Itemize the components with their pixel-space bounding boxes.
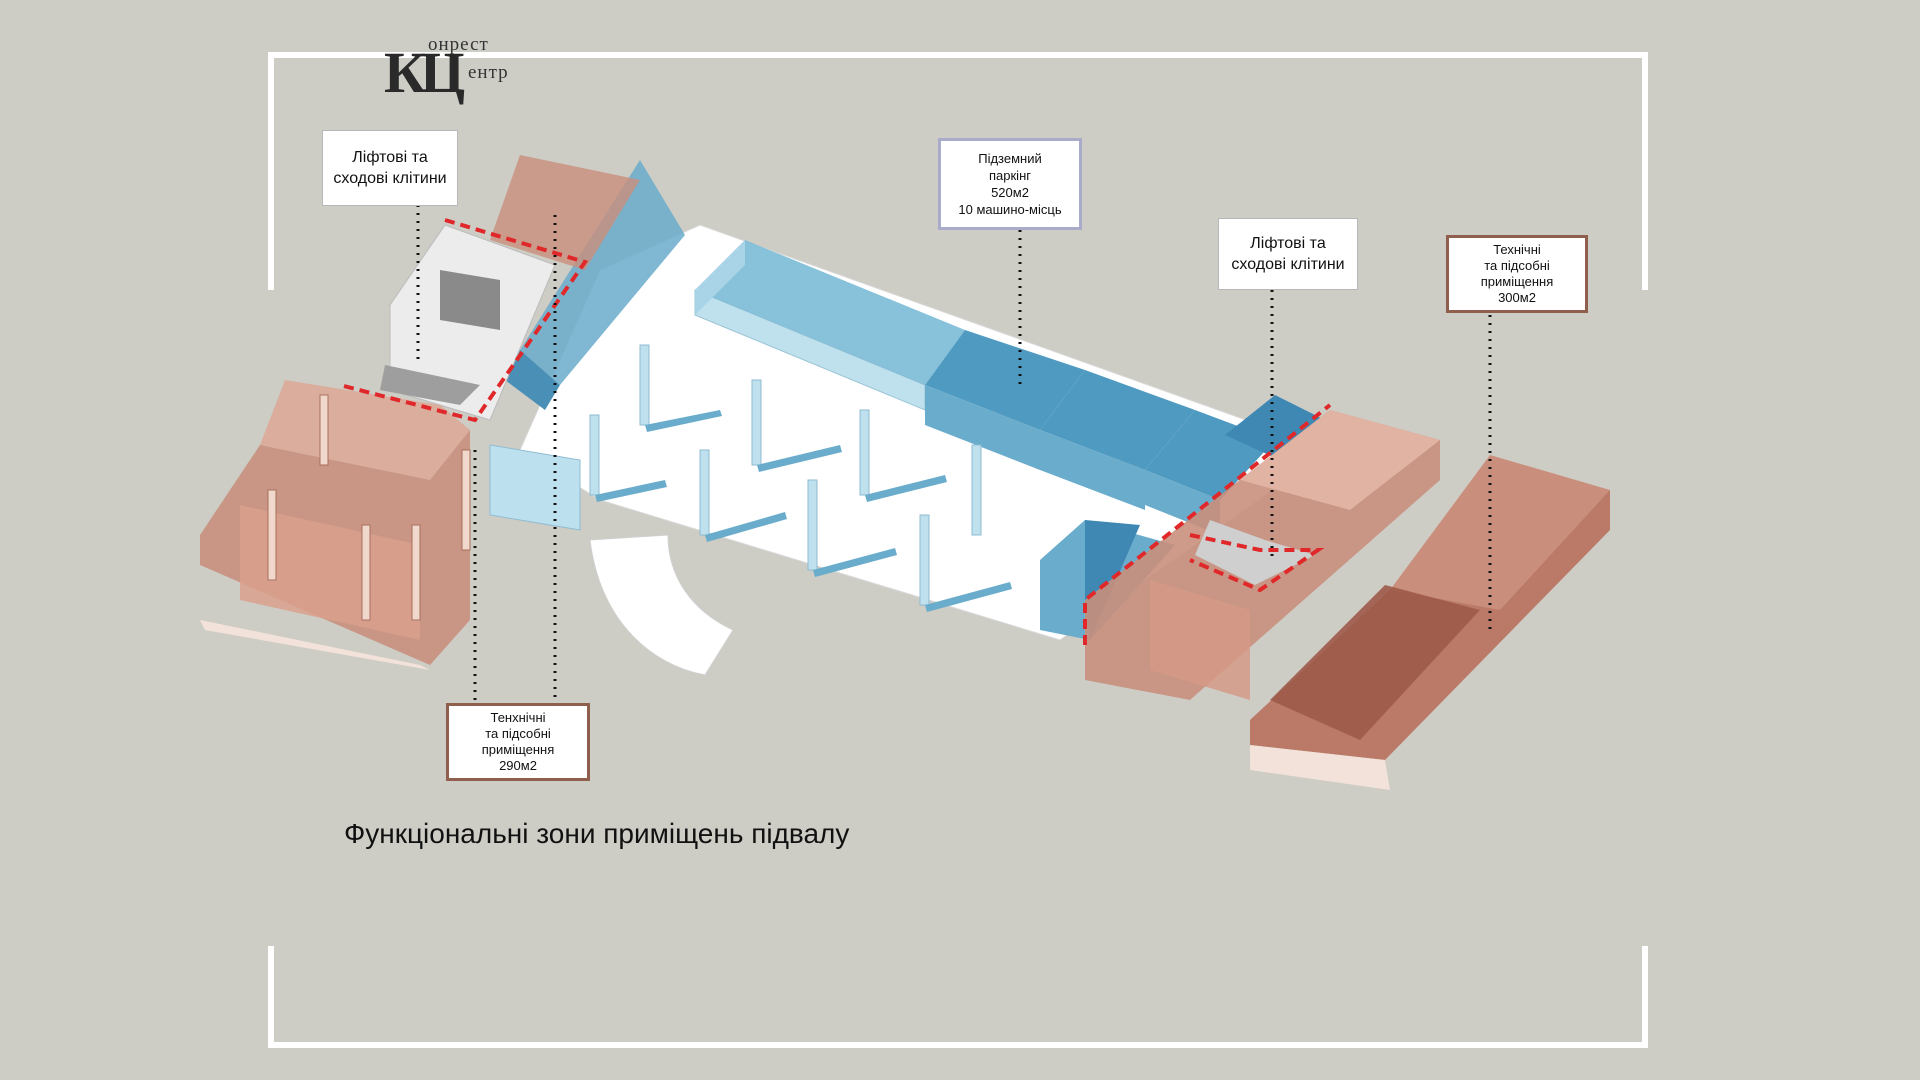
tech-right-top <box>1240 410 1440 510</box>
parking-box-b-front <box>925 385 1040 470</box>
parking-box-c <box>1040 370 1195 470</box>
parking-box-a-top <box>695 240 965 385</box>
parking-box-a-left <box>695 240 745 315</box>
tech-right-long-inner <box>1270 585 1480 740</box>
entry-ramp <box>589 534 734 676</box>
tech-left-floor <box>200 620 430 670</box>
frame-top-line <box>268 52 1648 58</box>
label-tech-right: Технічні та підсобні приміщення 300м2 <box>1446 235 1588 313</box>
frame-right-top-line <box>1642 52 1648 290</box>
label-stairs-left: Ліфтові та сходові клітини <box>322 130 458 206</box>
stairs-right-patch <box>1195 520 1315 585</box>
stairs-highlight <box>339 218 1332 645</box>
label-stairs-right: Ліфтові та сходові клітини <box>1218 218 1358 290</box>
label-tech-left: Тенхнічні та підсобні приміщення 290м2 <box>446 703 590 781</box>
logo-bottom-text: ентр <box>468 62 509 83</box>
parking-box-e <box>1225 395 1325 460</box>
parking-shadows <box>595 410 1012 612</box>
tech-left-top <box>260 380 470 480</box>
tech-right-floor <box>1250 745 1390 790</box>
leader-lines <box>416 205 1492 700</box>
label-parking: Підземний паркінг 520м2 10 машино-місць <box>938 138 1082 230</box>
frame-left-top-line <box>268 52 274 290</box>
stairs-left-flight <box>380 365 480 405</box>
logo-top-text: онрест <box>428 34 489 55</box>
frame-left-bottom-line <box>268 946 274 1048</box>
stairs-left-shaft <box>440 270 500 330</box>
tech-right-inner <box>1150 580 1250 700</box>
logo-monogram: КЦ <box>384 40 465 105</box>
left-corridor-wall <box>520 160 685 385</box>
tech-left-inner <box>240 505 420 640</box>
parking-box-c-front <box>1040 430 1145 510</box>
parking-box-b <box>925 330 1085 430</box>
tech-right-long-box-top <box>1390 455 1610 610</box>
parking-columns <box>589 344 982 606</box>
diagram-caption: Функціональні зони приміщень підвалу <box>344 818 850 849</box>
tech-top-left-box <box>490 155 640 270</box>
left-corridor-floor <box>505 350 560 410</box>
frame-right-bottom-line <box>1642 946 1648 1048</box>
tech-left-columns <box>267 394 471 621</box>
corridor-box <box>489 444 581 531</box>
frame-bottom-line <box>268 1042 1648 1048</box>
congress-centre-logo: КЦ онрест ентр <box>384 30 534 116</box>
